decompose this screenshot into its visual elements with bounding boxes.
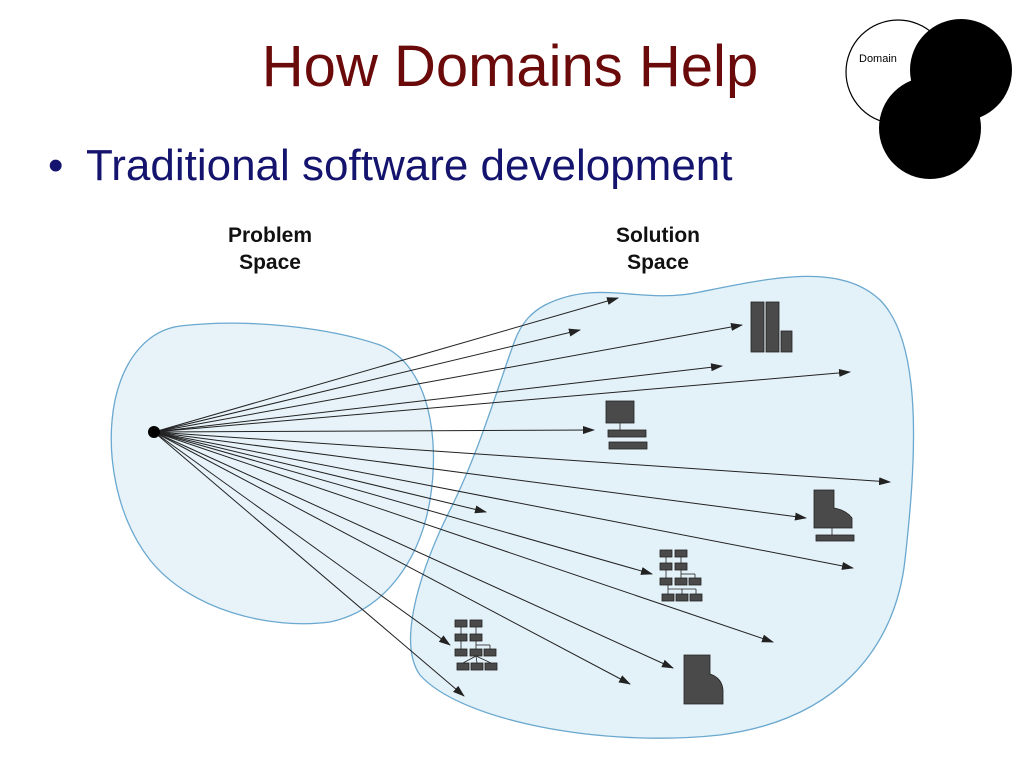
pillar-shape-icon — [683, 654, 724, 705]
solution-space-label-line1: Solution — [616, 224, 700, 247]
arrow — [153, 431, 891, 486]
terminal-icon — [605, 400, 648, 450]
problem-space-label-line2: Space — [239, 251, 301, 274]
arrow — [153, 431, 807, 521]
arrow — [153, 431, 653, 575]
arrow — [153, 431, 674, 669]
arrow — [153, 431, 774, 643]
bullet-item: • Traditional software development — [48, 138, 733, 194]
arrow — [153, 363, 723, 433]
mapping-arrows — [153, 297, 891, 697]
solution-space-label-line2: Space — [627, 251, 689, 274]
logo-label: Domain — [859, 53, 897, 65]
origin-point — [148, 426, 160, 438]
arrow — [153, 323, 743, 433]
arrow — [153, 431, 631, 685]
bar-blocks-icon — [750, 301, 793, 353]
logo-black-circle-bottom — [879, 77, 981, 179]
arrow — [153, 431, 854, 570]
problem-space-region — [110, 322, 435, 625]
bullet-marker: • — [48, 141, 64, 190]
arrow — [153, 431, 487, 514]
domain-logo: Domain — [845, 19, 1012, 179]
arrow — [153, 368, 851, 433]
arrow — [153, 426, 595, 435]
arrow — [153, 297, 619, 433]
boot-shape-icon — [813, 489, 855, 542]
slide-title: How Domains Help — [261, 34, 759, 99]
hierarchy-chart-icon-right — [659, 549, 703, 602]
arrow — [153, 431, 465, 697]
arrow — [153, 431, 451, 646]
hierarchy-chart-icon-left — [454, 619, 498, 671]
arrow — [153, 328, 581, 433]
problem-space-label-line1: Problem — [228, 224, 312, 247]
bullet-text: Traditional software development — [86, 141, 733, 190]
solution-space-region — [409, 275, 915, 739]
